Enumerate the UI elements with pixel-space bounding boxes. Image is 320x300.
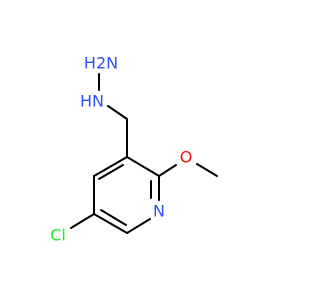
bond-c5-c6 [93, 213, 128, 234]
atom-oxygen-label: O [180, 148, 193, 167]
bond-c6-n [126, 218, 151, 234]
bond-c3-c2 [126, 156, 160, 177]
atom-h2n-label: H2N [84, 54, 118, 73]
bond-c5-c6-inner [100, 209, 127, 226]
bond-o-ch3 [196, 163, 218, 177]
bond-c3-c4 [93, 156, 128, 177]
molecule-canvas: H2N HN O N Cl [50, 53, 218, 245]
bond-c5-cl [70, 213, 95, 229]
atom-labels: H2N HN O N Cl [50, 54, 192, 245]
atom-hn-label: HN [80, 92, 104, 111]
molecule-structure-drawing: H2N HN O N Cl [50, 54, 218, 245]
bond-nh-ch2 [107, 105, 128, 120]
atom-ring-nitrogen-label: N [153, 202, 165, 221]
bond-c3-c4-inner [98, 164, 124, 180]
bond-c2-o [158, 164, 177, 177]
atom-chlorine-label: Cl [50, 226, 66, 245]
bonds [70, 73, 218, 234]
